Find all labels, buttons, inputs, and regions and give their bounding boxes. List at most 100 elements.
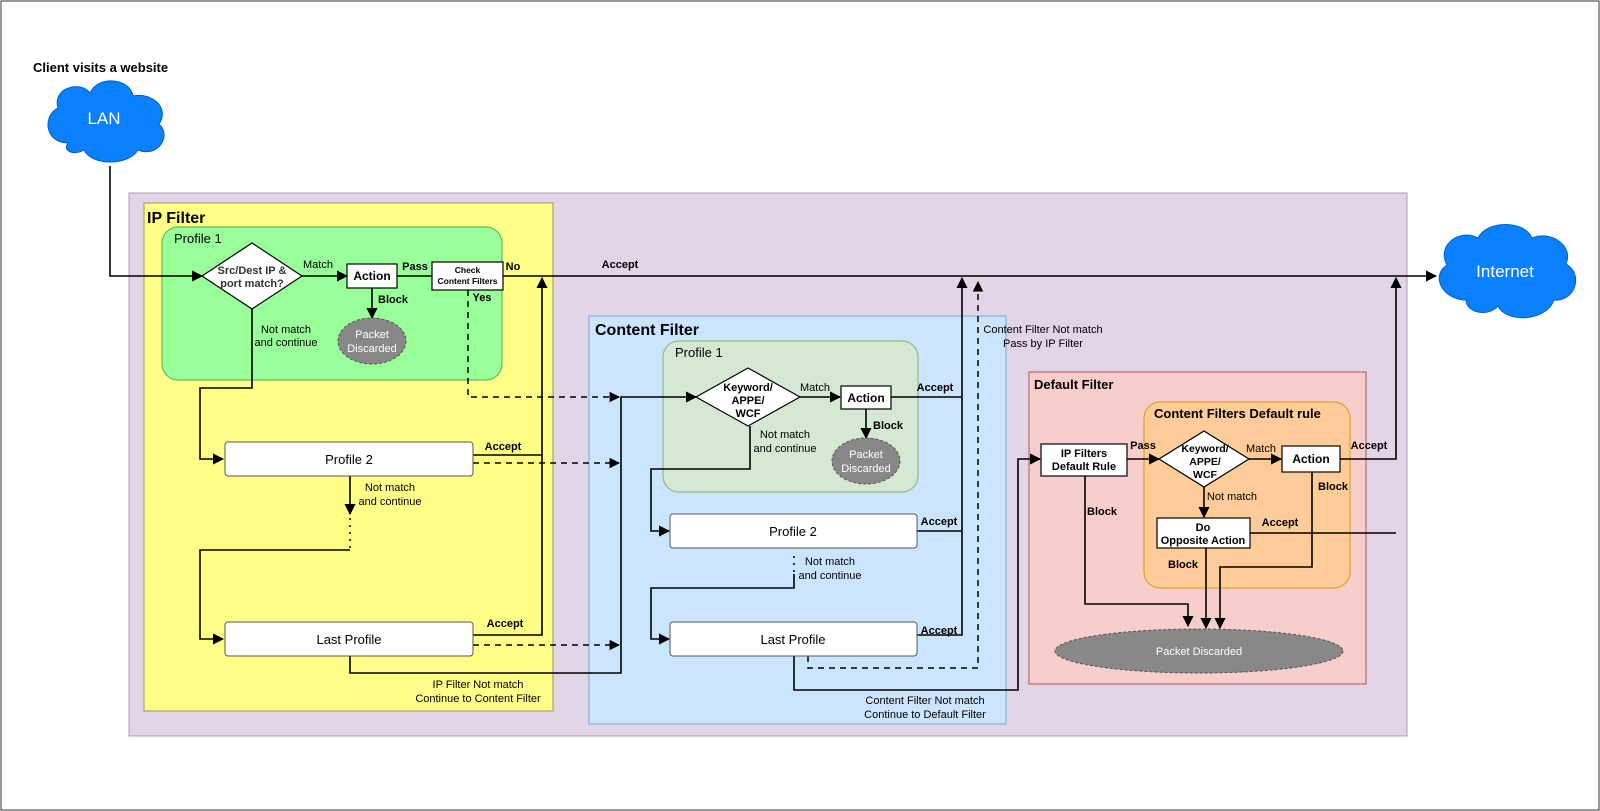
content-profile2-accept-label: Accept (921, 516, 958, 528)
content-decision-line1: Keyword/ (723, 382, 773, 394)
opposite-action-box: Do Opposite Action (1156, 517, 1251, 549)
ip-profile2-accept-label: Accept (485, 441, 522, 453)
content-block-label: Block (873, 420, 904, 432)
ip-decision-line2: port match? (220, 278, 284, 290)
content-last-profile-box: Last Profile (669, 621, 918, 657)
ip-default-rule-box: IP Filters Default Rule (1040, 443, 1128, 477)
ip-pass-label: Pass (402, 261, 428, 273)
ip-action-box: Action (346, 263, 398, 289)
ip-p2-not-match-line2: and continue (359, 496, 422, 508)
ip-exit-note-line1: IP Filter Not match (433, 679, 524, 691)
content-exit-note-line1: Content Filter Not match (865, 695, 984, 707)
content-decision-line2: APPE/ (731, 395, 764, 407)
content-last-profile-label: Last Profile (760, 632, 825, 647)
content-p1-not-match-line2: and continue (754, 443, 817, 455)
ip-discard-line1: Packet (355, 329, 389, 341)
main-accept-label: Accept (602, 259, 639, 271)
opposite-line2: Opposite Action (1161, 535, 1246, 547)
ip-decision-diamond: Src/Dest IP & port match? (200, 242, 304, 310)
default-decision-diamond: Keyword/ APPE/ WCF (1157, 430, 1251, 488)
default-match-label: Match (1246, 443, 1276, 455)
content-profile2-label: Profile 2 (769, 524, 817, 539)
default-action-label: Action (1292, 452, 1329, 466)
opposite-line1: Do (1196, 522, 1211, 534)
internet-label: Internet (1476, 262, 1534, 281)
content-decision-diamond: Keyword/ APPE/ WCF (694, 367, 802, 427)
default-pass-label: Pass (1130, 440, 1156, 452)
content-exit-note-line2: Continue to Default Filter (864, 709, 986, 721)
default-ip-block-arrow (1084, 476, 1194, 628)
ip-decision-line1: Src/Dest IP & (218, 265, 287, 277)
ip-match-label: Match (303, 259, 333, 271)
ip-last-profile-label: Last Profile (316, 632, 381, 647)
check-line2: Content Filters (438, 276, 498, 286)
ip-default-rule-line1: IP Filters (1061, 448, 1107, 460)
content-last-accept-label: Accept (921, 625, 958, 637)
content-pass-note-line2: Pass by IP Filter (1003, 338, 1083, 350)
content-decision-line3: WCF (735, 408, 760, 420)
connectors (109, 166, 1438, 691)
default-accept-label: Accept (1351, 440, 1388, 452)
default-not-match-label: Not match (1207, 491, 1257, 503)
default-decision-line1: Keyword/ (1181, 443, 1228, 455)
default-ip-block-label: Block (1087, 506, 1118, 518)
lan-label: LAN (87, 109, 120, 128)
ip-filter-title: IP Filter (147, 210, 205, 227)
default-action-block-arrow (1214, 472, 1313, 630)
content-discard-line2: Discarded (841, 463, 891, 475)
content-p2-not-match-line1: Not match (805, 556, 855, 568)
check-no-label: No (506, 261, 521, 273)
content-p2-not-match-line2: and continue (799, 570, 862, 582)
header-title: Client visits a website (33, 60, 168, 75)
content-p1-not-match-line1: Not match (760, 429, 810, 441)
content-to-last-profile-arrow (650, 574, 795, 645)
ip-p2-not-match-line1: Not match (365, 482, 415, 494)
ip-last-accept-line (473, 455, 543, 636)
ip-to-content-filter-line (349, 391, 698, 674)
ip-block-label: Block (378, 294, 409, 306)
content-action-box: Action (840, 385, 892, 410)
default-packet-discarded: Packet Discarded (1054, 628, 1344, 674)
ellipsis-connectors (349, 518, 795, 574)
default-discard-label: Packet Discarded (1156, 646, 1242, 658)
content-discard-line1: Packet (849, 449, 883, 461)
default-action-box: Action (1281, 445, 1341, 473)
default-action-block-label: Block (1318, 481, 1349, 493)
check-yes-label: Yes (473, 292, 492, 304)
content-profile1-not-match-arrow (650, 426, 751, 537)
lan-to-ip-decision-arrow (109, 166, 204, 282)
content-packet-discarded: Packet Discarded (831, 437, 901, 485)
default-decision-line3: WCF (1193, 469, 1217, 481)
content-action-label: Action (847, 391, 884, 405)
lan-cloud-icon: LAN (47, 80, 165, 163)
opposite-accept-label: Accept (1262, 517, 1299, 529)
ip-profile2-box: Profile 2 (224, 441, 474, 477)
default-decision-line2: APPE/ (1189, 456, 1221, 468)
ip-discard-line2: Discarded (347, 343, 397, 355)
ip-profile2-label: Profile 2 (325, 452, 373, 467)
ip-default-rule-line2: Default Rule (1052, 461, 1116, 473)
ip-last-profile-box: Last Profile (224, 621, 474, 657)
ip-last-accept-label: Accept (487, 618, 524, 630)
ip-profile1-region (161, 226, 503, 381)
dashed-connectors (467, 280, 984, 669)
content-pass-note-line1: Content Filter Not match (983, 324, 1102, 336)
ip-profile1-not-match-arrow (199, 309, 253, 465)
ip-p1-not-match-line1: Not match (261, 324, 311, 336)
content-profile2-box: Profile 2 (669, 513, 918, 549)
ip-profile1-title: Profile 1 (174, 231, 222, 246)
content-to-default-filter-line (793, 453, 1042, 691)
ip-exit-note-line2: Continue to Content Filter (415, 693, 541, 705)
ip-p1-not-match-line2: and continue (255, 337, 318, 349)
content-p1-accept-label: Accept (917, 382, 954, 394)
content-pass-by-ip-dashed-arrow (807, 280, 984, 669)
opposite-block-label: Block (1168, 559, 1199, 571)
ip-packet-discarded: Packet Discarded (337, 317, 407, 365)
content-default-rule-title: Content Filters Default rule (1154, 406, 1321, 421)
ip-to-last-profile-arrow (199, 549, 350, 645)
internet-cloud-icon: Internet (1438, 224, 1577, 319)
content-profile1-title: Profile 1 (675, 345, 723, 360)
